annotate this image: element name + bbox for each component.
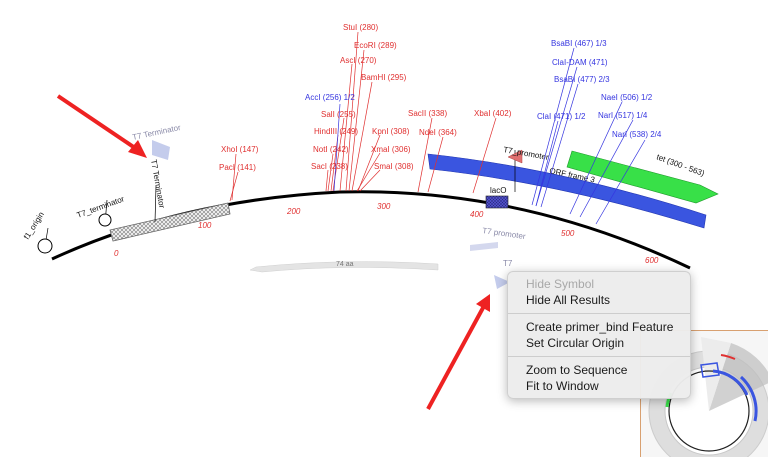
tet-feature[interactable] — [566, 150, 719, 204]
tick-300: 300 — [377, 202, 391, 211]
enzyme-ndei[interactable]: NdeI (364) — [419, 128, 457, 137]
menu-fit-to-window[interactable]: Fit to Window — [526, 379, 599, 393]
enzyme-noti[interactable]: NotI (242) — [313, 145, 349, 154]
enzyme-bsabi-2[interactable]: BsaBI (477) 2/3 — [554, 75, 610, 84]
enzyme-sali[interactable]: SalI (255) — [321, 110, 356, 119]
t7-terminator-symbol[interactable] — [98, 213, 112, 227]
t7-promoter-ghost-arrow[interactable] — [470, 242, 498, 251]
minimap-graphic — [648, 337, 768, 457]
enzyme-hindiii[interactable]: HindIII (249) — [314, 127, 358, 136]
enzyme-asci[interactable]: AscI (270) — [340, 56, 377, 65]
tick-500: 500 — [561, 229, 575, 238]
menu-separator — [508, 356, 690, 357]
red-arrow-icon — [56, 94, 147, 158]
enzyme-xhoi[interactable]: XhoI (147) — [221, 145, 259, 154]
enzyme-labels-blue: AccI (256) 1/2 BsaBI (467) 1/3 ClaI-DAM … — [305, 39, 662, 139]
tick-200: 200 — [286, 207, 301, 216]
tick-100: 100 — [198, 221, 212, 230]
enzyme-ecori[interactable]: EcoRI (289) — [354, 41, 397, 50]
t7-promoter-ghost-label: T7 promoter — [482, 226, 527, 241]
t7-terminator-vertical-leader — [154, 185, 157, 223]
enzyme-saci[interactable]: SacI (238) — [311, 162, 348, 171]
enzyme-bamhi[interactable]: BamHI (295) — [361, 73, 407, 82]
t7-promoter-label: T7_promoter — [503, 145, 550, 162]
t7-ghost-small-arrow[interactable] — [494, 275, 510, 289]
enzyme-labels-red: StuI (280) EcoRI (289) AscI (270) BamHI … — [219, 23, 512, 172]
context-menu[interactable]: Hide Symbol Hide All Results Create prim… — [507, 271, 691, 399]
t7-ghost-small-label: T7 — [503, 259, 513, 268]
menu-set-circular-origin[interactable]: Set Circular Origin — [526, 336, 625, 350]
enzyme-xmai[interactable]: XmaI (306) — [371, 145, 411, 154]
menu-hide-all-results[interactable]: Hide All Results — [526, 293, 611, 307]
t7-terminator-box[interactable] — [109, 202, 231, 242]
orf-74aa-arrow[interactable] — [249, 261, 439, 273]
t7-terminator-ghost-arrow[interactable] — [152, 140, 170, 160]
enzyme-stui[interactable]: StuI (280) — [343, 23, 378, 32]
enzyme-xbai[interactable]: XbaI (402) — [474, 109, 512, 118]
red-arrow-icon — [426, 294, 490, 410]
orf-aa-label: 74 aa — [336, 261, 354, 268]
enzyme-leaders — [229, 31, 646, 225]
t7-terminator-ghost-label: T7 Terminator — [132, 123, 182, 142]
menu-zoom-to-sequence[interactable]: Zoom to Sequence — [526, 363, 628, 377]
enzyme-nari-2[interactable]: NarI (538) 2/4 — [612, 130, 662, 139]
enzyme-clai[interactable]: ClaI (471) 1/2 — [537, 112, 586, 121]
ruler-ticks: 0 100 200 300 400 500 600 — [114, 202, 659, 265]
enzyme-smai[interactable]: SmaI (308) — [374, 162, 414, 171]
tet-label: tet (300 - 563) — [655, 152, 706, 178]
laco-label: lacO — [490, 186, 506, 195]
tick-0: 0 — [114, 249, 119, 258]
enzyme-bsabi-1[interactable]: BsaBI (467) 1/3 — [551, 39, 607, 48]
t7-terminator-vertical-label: T7 Terminator — [149, 159, 166, 209]
menu-separator — [508, 313, 690, 314]
menu-create-primer-bind-feature[interactable]: Create primer_bind Feature — [526, 320, 674, 334]
tick-400: 400 — [470, 210, 484, 219]
enzyme-paci[interactable]: PacI (141) — [219, 163, 256, 172]
enzyme-naei[interactable]: NaeI (506) 1/2 — [601, 93, 653, 102]
enzyme-sacii[interactable]: SacII (338) — [408, 109, 447, 118]
enzyme-acci[interactable]: AccI (256) 1/2 — [305, 93, 355, 102]
f1-origin-label: f1_origin — [22, 210, 46, 241]
enzyme-kpni[interactable]: KpnI (308) — [372, 127, 410, 136]
tick-600: 600 — [645, 256, 659, 265]
enzyme-clai-dam[interactable]: ClaI-DAM (471) — [552, 58, 608, 67]
laco-feature[interactable] — [485, 195, 509, 209]
enzyme-nari-1[interactable]: NarI (517) 1/4 — [598, 111, 648, 120]
t7-promoter-marker[interactable] — [507, 149, 523, 164]
orf-frame3-feature[interactable] — [427, 153, 707, 229]
f1-origin-symbol[interactable] — [37, 238, 53, 254]
menu-hide-symbol: Hide Symbol — [526, 277, 595, 291]
